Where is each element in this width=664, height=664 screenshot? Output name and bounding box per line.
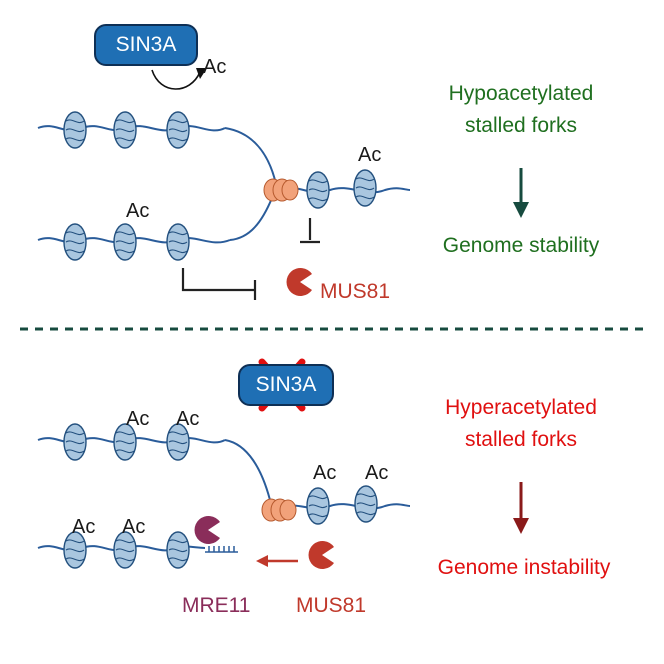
bottom-state-line1: Hyperacetylated <box>445 396 597 419</box>
top-mus81-icon <box>286 268 312 296</box>
top-sin3a-label: SIN3A <box>115 33 177 56</box>
top-inhibitions <box>181 218 320 300</box>
top-mus81-label: MUS81 <box>320 280 391 303</box>
top-helicase <box>263 178 299 202</box>
bottom-ac-4: Ac <box>365 462 389 484</box>
bottom-sin3a-box: SIN3A <box>238 364 334 406</box>
top-ac-parent: Ac <box>358 144 382 166</box>
bottom-ac-5: Ac <box>72 516 96 538</box>
bottom-ac-1: Ac <box>126 408 150 430</box>
top-state-line1: Hypoacetylated <box>448 82 594 105</box>
top-sin3a-box: SIN3A <box>94 24 198 66</box>
bottom-down-arrow <box>513 482 529 534</box>
top-ac-lower: Ac <box>126 200 150 222</box>
bottom-state-line2: stalled forks <box>464 428 578 451</box>
top-outcome: Genome stability <box>442 234 600 257</box>
top-state-line2: stalled forks <box>464 114 578 137</box>
bottom-sin3a-label: SIN3A <box>255 373 317 396</box>
top-nucleosomes <box>63 111 377 261</box>
bottom-ac-3: Ac <box>313 462 337 484</box>
bottom-mus81-label: MUS81 <box>296 594 367 617</box>
bottom-mre11-icon <box>194 516 220 544</box>
top-ac-released: Ac <box>203 56 227 78</box>
bottom-helicase <box>261 498 297 522</box>
bottom-mre11-label: MRE11 <box>182 594 251 617</box>
bottom-ac-2: Ac <box>176 408 200 430</box>
bottom-ssdna <box>205 546 238 553</box>
top-down-arrow <box>513 168 529 218</box>
top-acetyl-arrow <box>151 69 201 90</box>
bottom-ac-6: Ac <box>122 516 146 538</box>
bottom-outcome: Genome instability <box>437 556 611 579</box>
bottom-recruit-arrow <box>256 555 298 567</box>
bottom-mus81-icon <box>308 541 334 569</box>
